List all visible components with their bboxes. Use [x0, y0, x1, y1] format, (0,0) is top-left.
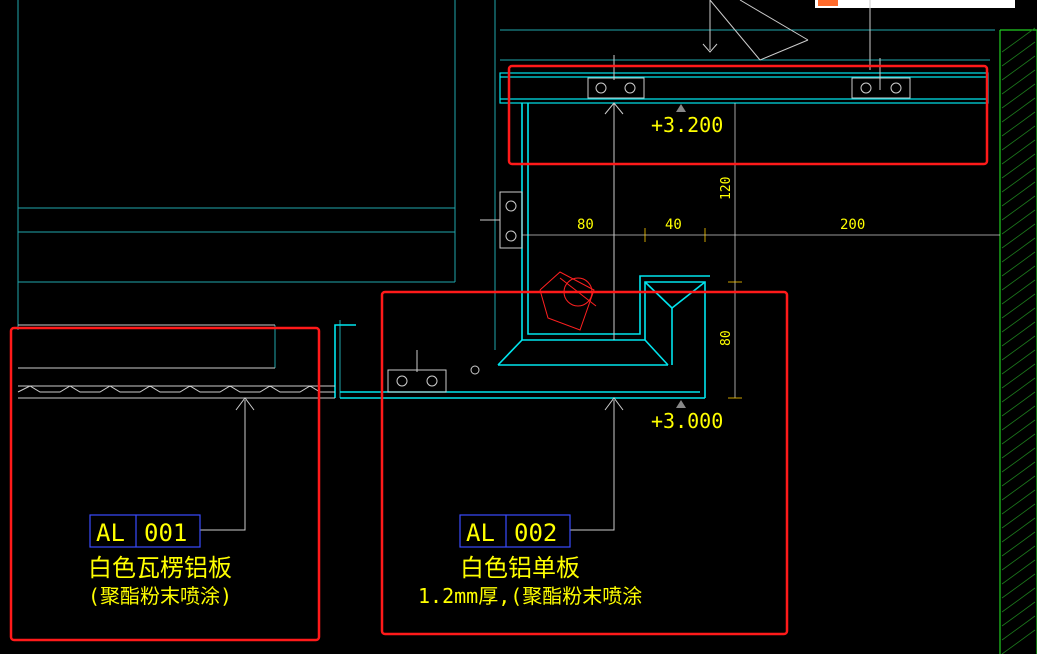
leader-lines [200, 102, 624, 531]
dimension-lines [522, 103, 1000, 399]
downspout-section [702, 0, 871, 70]
highlight-box-top [507, 64, 989, 166]
material-name: 白色瓦楞铝板 [88, 554, 232, 582]
concrete-wall [999, 27, 1037, 654]
logo-badge [815, 0, 1015, 8]
waterproof-symbol [539, 271, 597, 331]
corrugated-panel [17, 324, 335, 399]
highlight-boxes [9, 64, 989, 642]
level-markers [676, 104, 686, 408]
tag-code-right: 001 [144, 519, 187, 547]
tag-al-002: AL 002 白色铝单板 1.2mm厚,(聚酯粉末喷涂 [418, 514, 642, 608]
dim-40: 40 [665, 217, 682, 233]
dim-80-vertical: 80 [719, 330, 734, 346]
tag-al-001: AL 001 白色瓦楞铝板 (聚酯粉末喷涂) [88, 514, 232, 608]
brackets-top [587, 55, 911, 99]
material-finish: 1.2mm厚,(聚酯粉末喷涂 [418, 584, 642, 608]
material-name: 白色铝单板 [460, 554, 580, 582]
gutter-channel [334, 103, 710, 399]
tag-code-right: 002 [514, 519, 557, 547]
structure-lines [17, 0, 995, 398]
highlight-box-center [380, 290, 789, 636]
level-bottom-text: +3.000 [651, 409, 723, 433]
material-finish: (聚酯粉末喷涂) [88, 584, 232, 608]
dim-120: 120 [719, 177, 734, 200]
tag-code-left: AL [96, 519, 125, 547]
tag-code-left: AL [466, 519, 495, 547]
top-flashing-panel [499, 72, 989, 104]
side-bracket [387, 191, 523, 393]
dim-80-horizontal: 80 [577, 217, 594, 233]
dim-200: 200 [840, 217, 865, 233]
highlight-box-left [9, 326, 321, 642]
level-top-text: +3.200 [651, 113, 723, 137]
